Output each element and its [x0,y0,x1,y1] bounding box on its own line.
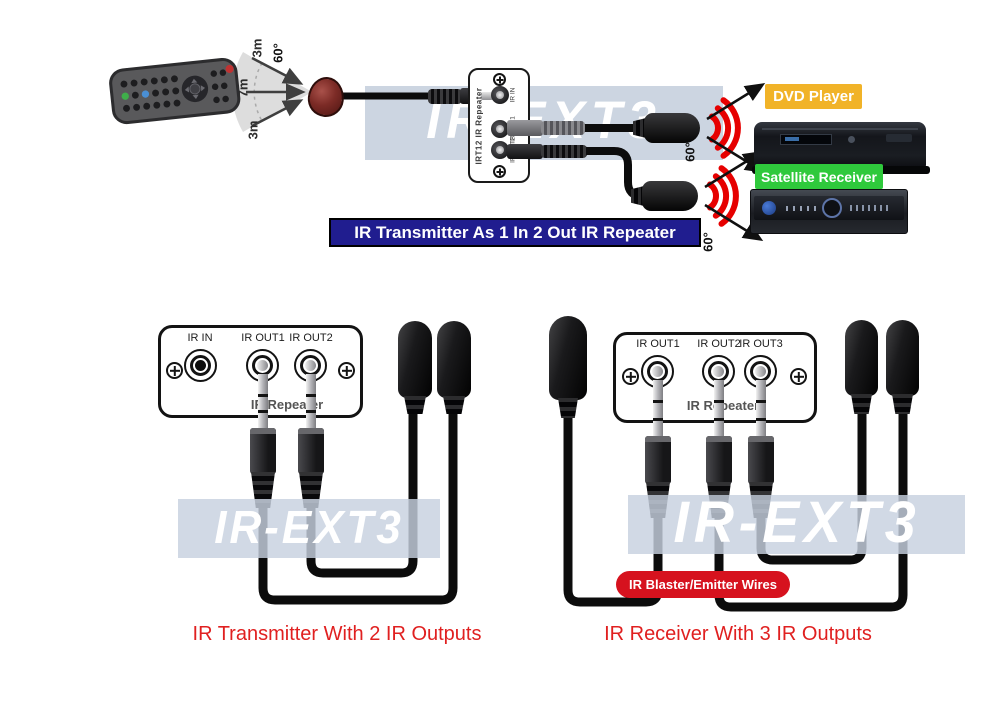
plug-ring [714,418,724,421]
watermark-band-right: IR-EXT3 [628,489,965,554]
plug-ring [653,400,663,403]
port-ir-out2-top [491,141,509,159]
screw-left-icon-r [622,368,639,385]
port-label-ir-out1-r: IR OUT1 [636,338,680,350]
receiver-neck [558,398,578,418]
plug-ring [306,394,316,397]
plug-out2-body [298,428,324,474]
emitter-dvd-neck [633,118,646,138]
caption-transmitter-2-outputs: IR Transmitter With 2 IR Outputs [192,623,482,645]
watermark-text-left: IR-EXT3 [214,500,404,553]
ir-in-plug-tip [481,92,493,100]
plug-out1-body [250,428,276,474]
screw-left-icon [166,362,183,379]
emitter-neck-b [892,394,913,414]
emitter-neck-2 [443,396,465,414]
emitter-head-1 [398,321,432,398]
caption-receiver-3-outputs: IR Receiver With 3 IR Outputs [604,623,872,645]
dvd-player-label: DVD Player [765,84,862,109]
emitter-head-dvd [644,113,700,143]
plug-collar [298,428,324,434]
screw-right-icon [338,362,355,379]
emitter-neck-a [851,394,872,414]
beam-angle-label-dvd: 60° [682,142,698,162]
plug-r3-shaft [756,380,766,438]
jack-ir-out2 [294,349,327,382]
plug-ring [653,418,663,421]
beam-angle-label-satellite: 60° [700,232,716,252]
port-ir-in-top [491,86,509,104]
plug-ring [714,400,724,403]
port-label-ir-in: IR IN [187,332,213,344]
emitter-head-2 [437,321,471,398]
port-label-ir-out2: IR OUT2 [289,332,333,344]
out1-plug-boot [541,121,585,135]
range-label-7m: 7m [235,78,251,98]
jack-ir-in [184,349,217,382]
plug-collar [706,436,732,442]
panel-print-label: IR Repeater [250,397,324,412]
port-label-ir-out1: IR OUT1 [241,332,285,344]
emitter-head-b [886,320,919,396]
jack-ir-out2-r [702,355,735,388]
emitter-head-a [845,320,878,396]
plug-r2-body [706,436,732,484]
ir-in-plug-boot [428,89,462,104]
range-label-3m-top: 3m [249,38,265,58]
angle-label-60: 60° [270,43,286,63]
out1-plug-body [507,120,543,136]
satellite-receiver-label: Satellite Receiver [755,164,883,189]
remote-control [107,55,243,131]
plug-ring [756,418,766,421]
plug-r1-body [645,436,671,484]
ir-blaster-wires-tag: IR Blaster/Emitter Wires [616,571,790,598]
port-label-ir-in-top: IR IN [509,87,517,103]
plug-r3-body [748,436,774,484]
port-ir-out1-top [491,120,509,138]
ir-range-fan [232,52,312,132]
plug-r1-shaft [653,380,663,438]
watermark-band-left: IR-EXT3 [178,499,440,558]
repeater-vertical-label: IRT12 IR Repeater [474,87,484,165]
screw-right-icon-r [790,368,807,385]
watermark-text-right: IR-EXT3 [672,489,921,555]
receiver-head [549,316,587,400]
emitter-head-satellite [642,181,698,211]
plug-collar [748,436,774,442]
plug-collar [645,436,671,442]
bottom-left-cables [258,410,458,605]
banner-transmitter-repeater: IR Transmitter As 1 In 2 Out IR Repeater [329,218,701,247]
out2-plug-boot [541,145,587,158]
plug-ring [258,410,268,413]
screw-top-icon [493,73,506,86]
satellite-receiver-image [750,189,908,234]
plug-out2-shaft [306,374,316,430]
port-label-ir-out2-r: IR OUT2 [697,338,741,350]
plug-r2-shaft [714,380,724,438]
emitter-neck-1 [404,396,426,414]
plug-ring [756,400,766,403]
emitter-satellite-neck [631,186,644,206]
plug-collar [250,428,276,434]
port-label-ir-out3-r: IR OUT3 [739,338,783,350]
plug-out1-shaft [258,374,268,430]
range-label-3m-bottom: 3m [245,120,261,140]
screw-bottom-icon [493,165,506,178]
plug-ring [306,410,316,413]
plug-ring [258,394,268,397]
out2-plug-body [507,144,543,159]
